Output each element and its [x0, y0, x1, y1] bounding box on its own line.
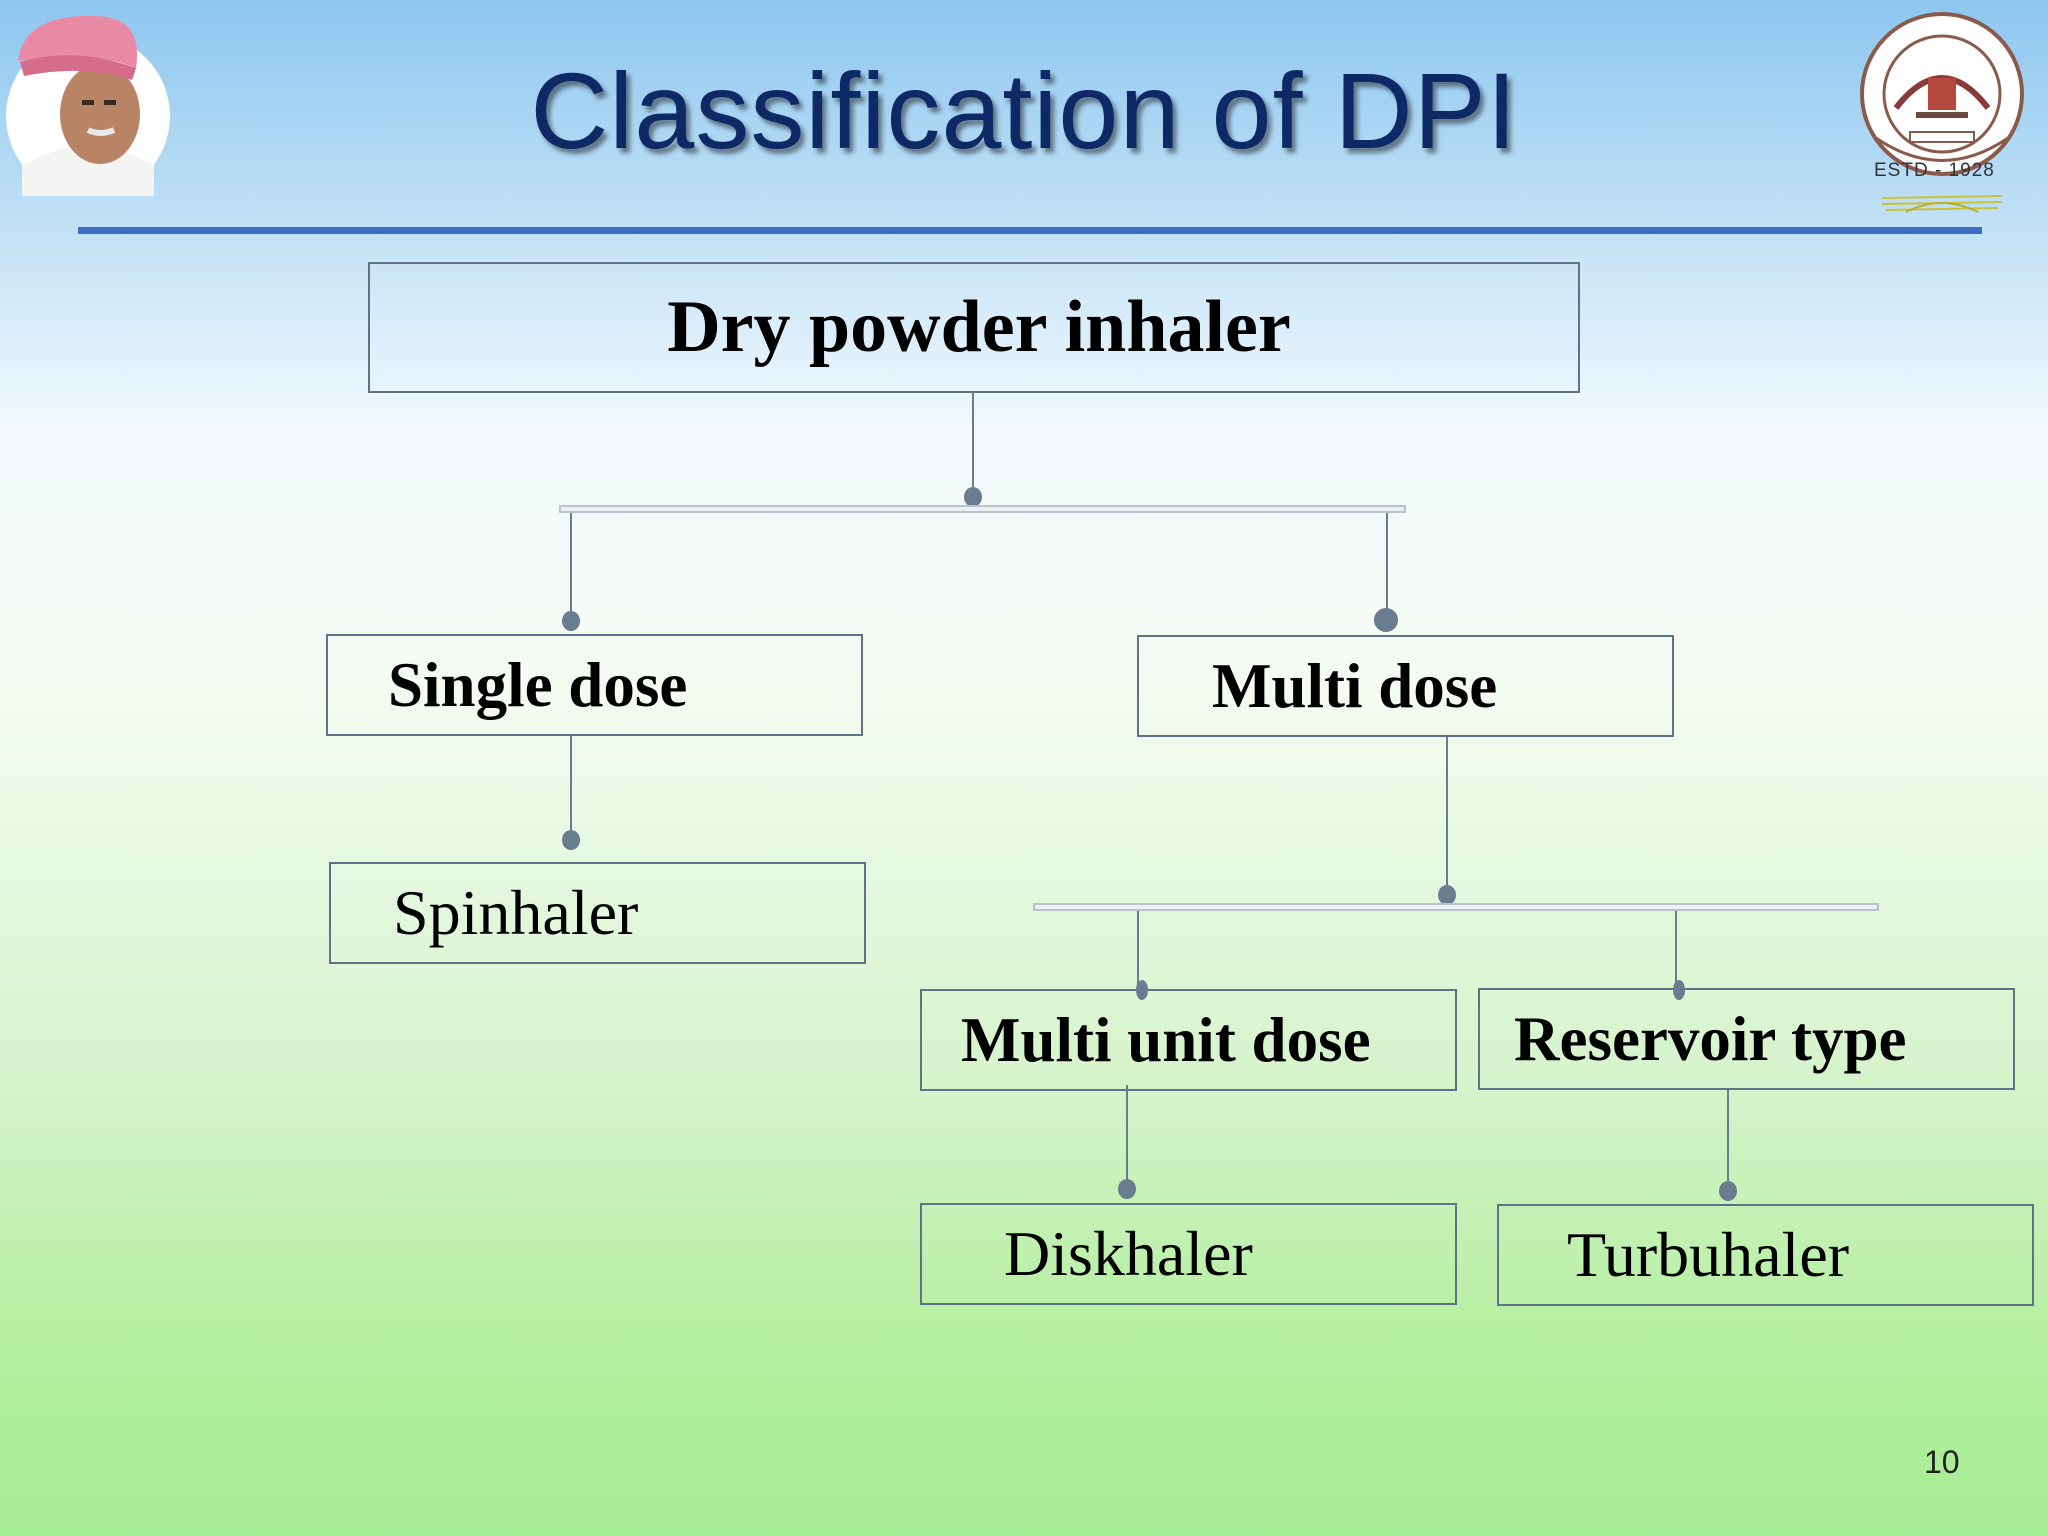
branch-bar-level-2: [1033, 903, 1879, 911]
connector-root-down: [972, 393, 974, 498]
portrait-image: [6, 15, 170, 196]
connector-multi-unit-to-diskhaler: [1126, 1085, 1128, 1189]
connector-to-multi-dose: [1386, 513, 1388, 620]
branch-bar-level-1: [559, 505, 1406, 513]
connector-dot: [1719, 1181, 1737, 1201]
wheat-ornament-icon: [1881, 195, 2003, 213]
connector-to-single-dose: [570, 513, 572, 621]
node-multi-dose: Multi dose: [1137, 635, 1674, 737]
title-divider: [78, 227, 1982, 234]
node-turbuhaler: Turbuhaler: [1497, 1204, 2034, 1306]
connector-dot: [562, 830, 580, 850]
node-multi-unit-dose: Multi unit dose: [920, 989, 1457, 1091]
connector-to-multi-unit-dose: [1137, 911, 1139, 991]
connector-reservoir-to-turbuhaler: [1727, 1090, 1729, 1190]
page-number: 10: [1924, 1444, 1960, 1480]
connector-dot: [1118, 1179, 1136, 1199]
connector-dot: [1374, 608, 1398, 632]
connector-dot: [964, 487, 982, 507]
node-diskhaler: Diskhaler: [920, 1203, 1457, 1305]
node-single-dose: Single dose: [326, 634, 863, 736]
connector-dot: [562, 611, 580, 631]
connector-single-to-spinhaler: [570, 736, 572, 840]
connector-dot: [1136, 980, 1148, 1000]
slide-title: Classification of DPI: [530, 50, 1518, 171]
connector-to-reservoir-type: [1675, 911, 1677, 991]
college-logo: ESTD - 1928: [1846, 8, 2038, 218]
estd-label: ESTD - 1928: [1874, 160, 1995, 181]
connector-dot: [1438, 885, 1456, 905]
connector-dot: [1673, 980, 1685, 1000]
connector-multi-down: [1446, 737, 1448, 895]
node-reservoir-type: Reservoir type: [1478, 988, 2015, 1090]
seal-icon: [1860, 12, 2024, 176]
node-dry-powder-inhaler: Dry powder inhaler: [368, 262, 1580, 393]
node-spinhaler: Spinhaler: [329, 862, 866, 964]
